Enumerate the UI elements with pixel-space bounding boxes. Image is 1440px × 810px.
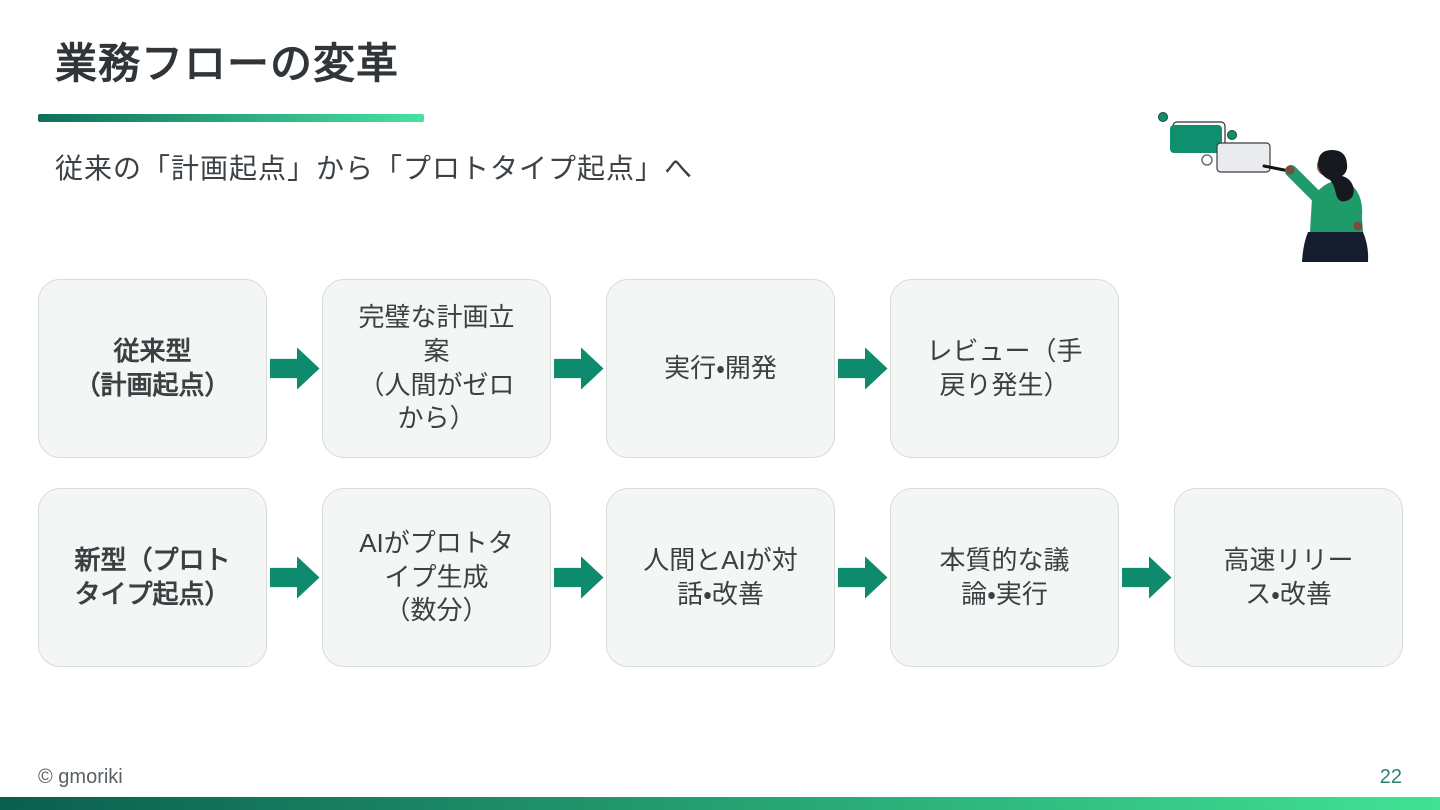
- gray-board: [1216, 142, 1271, 173]
- flow-step-box: 高速リリー ス・改善: [1174, 488, 1403, 667]
- arrow-right-icon: [269, 347, 320, 390]
- hand: [1353, 221, 1363, 231]
- flow-step-box: 従来型 （計画起点）: [38, 279, 267, 458]
- title-underline-accent: [38, 114, 424, 122]
- skirt: [1302, 232, 1369, 262]
- footer-copyright: © gmoriki: [38, 766, 123, 788]
- flow-step-box: 新型（プロト タイプ起点）: [38, 488, 267, 667]
- arrow-right-icon: [837, 556, 888, 599]
- page-number: 22: [1379, 766, 1402, 788]
- arrow-right-icon: [1121, 556, 1172, 599]
- presenter-illustration: [1158, 112, 1369, 262]
- hair: [1318, 150, 1354, 202]
- arrow-right-icon: [837, 347, 888, 390]
- circle-outline-icon: [1201, 154, 1213, 166]
- dot-icon: [1227, 130, 1237, 140]
- flow-step-box: 完璧な計画立 案 （人間がゼロ から）: [322, 279, 551, 458]
- flow-row-prototype: 新型（プロト タイプ起点） AIがプロトタ イプ生成 （数分） 人間とAIが対 …: [38, 488, 1403, 667]
- hand: [1285, 165, 1295, 175]
- flow-step-box: 本質的な議 論・実行: [890, 488, 1119, 667]
- flow-row-traditional: 従来型 （計画起点） 完璧な計画立 案 （人間がゼロ から） 実行・開発 レビュ…: [38, 279, 1119, 458]
- flow-step-box: AIがプロトタ イプ生成 （数分）: [322, 488, 551, 667]
- flow-step-box: 人間とAIが対 話・改善: [606, 488, 835, 667]
- arrow-right-icon: [269, 556, 320, 599]
- bottom-accent-bar: [0, 797, 1440, 810]
- dot-icon: [1158, 112, 1168, 122]
- page-title: 業務フローの変革: [55, 40, 400, 87]
- green-board: [1170, 125, 1222, 153]
- flow-step-box: 実行・開発: [606, 279, 835, 458]
- slide-subtitle: 従来の「計画起点」から「プロトタイプ起点」へ: [55, 153, 694, 184]
- arrow-right-icon: [553, 556, 604, 599]
- arrow-right-icon: [553, 347, 604, 390]
- flow-step-box: レビュー（手 戻り発生）: [890, 279, 1119, 458]
